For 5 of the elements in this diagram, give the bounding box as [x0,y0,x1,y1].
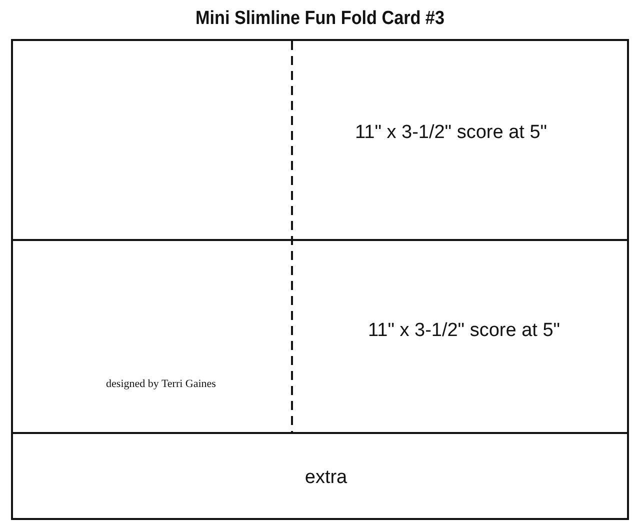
title: Mini Slimline Fun Fold Card #3 [194,8,446,30]
panel-label: extra [304,467,348,489]
credit-text: designed by Terri Gaines [106,378,216,390]
panel-label: 11" x 3-1/2" score at 5" [368,320,560,342]
panel-label: 11" x 3-1/2" score at 5" [354,122,548,144]
